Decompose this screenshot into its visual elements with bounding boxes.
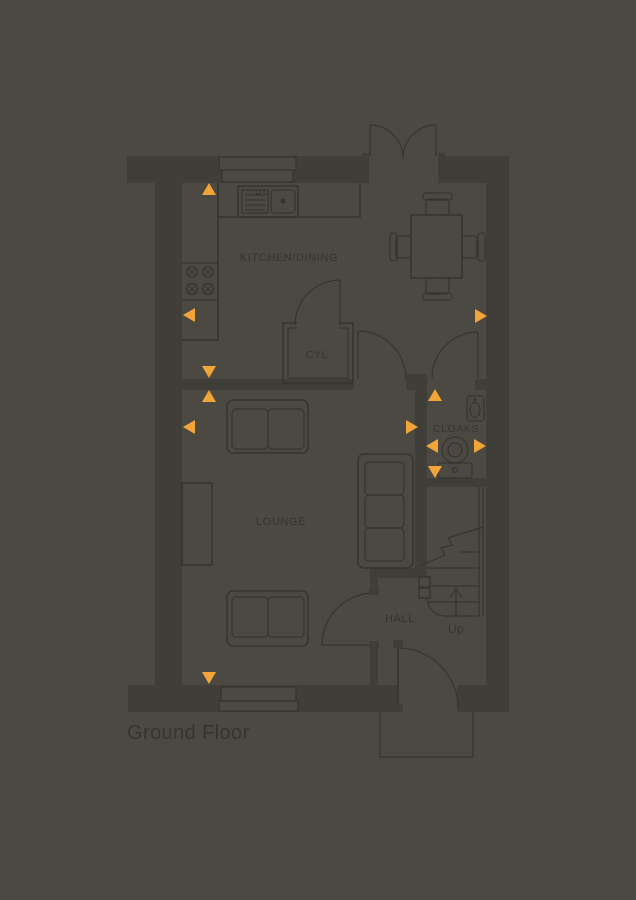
interior-walls — [182, 374, 486, 687]
dimension-arrow-down — [202, 672, 216, 684]
sofa-icon — [226, 399, 309, 454]
up-arrow-icon — [449, 586, 463, 618]
window-icon — [218, 686, 299, 712]
stairs-up-label: Up — [448, 622, 464, 636]
dimension-arrow-down — [202, 366, 216, 378]
basin-icon — [466, 395, 485, 422]
porch-outline — [379, 712, 474, 758]
dimension-arrow-right — [406, 420, 418, 434]
dimension-arrow-down — [428, 466, 442, 478]
dimension-arrow-left — [183, 308, 195, 322]
lounge-door-icon — [321, 588, 379, 648]
dimension-arrow-up — [202, 183, 216, 195]
dimension-arrow-right — [474, 439, 486, 453]
toilet-icon — [437, 436, 473, 479]
dimension-arrow-up — [202, 390, 216, 402]
cloaks-door-icon — [431, 331, 479, 379]
dining-table-icon — [389, 192, 486, 301]
sofa-icon — [357, 453, 414, 569]
french-doors-icon — [362, 124, 445, 183]
window-icon — [218, 156, 297, 183]
dimension-arrow-left — [426, 439, 438, 453]
dimension-arrow-left — [183, 420, 195, 434]
chimney-breast — [181, 482, 213, 566]
room-label-kitchen-dining: KITCHEN/DINING — [240, 252, 338, 264]
dimension-arrow-up — [428, 389, 442, 401]
room-label-hall: HALL — [385, 613, 415, 625]
kitchen-door-icon — [357, 330, 407, 380]
staircase-icon — [418, 487, 484, 618]
dimension-markers — [183, 183, 487, 684]
cylinder-cupboard — [282, 279, 354, 384]
room-label-lounge: LOUNGE — [256, 516, 306, 528]
front-door-icon — [393, 640, 459, 712]
room-label-cyl: CYL — [306, 349, 328, 361]
sofa-icon — [226, 590, 309, 647]
sink-icon — [237, 185, 299, 218]
floor-title: Ground Floor — [127, 722, 250, 744]
hob-icon — [185, 265, 215, 296]
room-label-cloaks: CLOAKS — [433, 423, 479, 435]
dimension-arrow-right — [475, 309, 487, 323]
